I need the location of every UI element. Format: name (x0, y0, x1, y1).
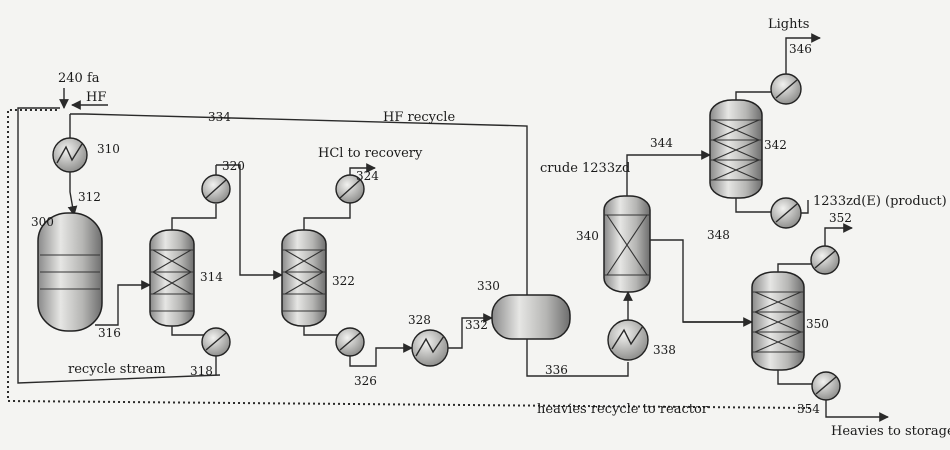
line-312 (67, 172, 78, 216)
line-354-heavies (825, 400, 889, 422)
column-342-packing (710, 119, 762, 181)
reboiler-342-icon (775, 203, 798, 223)
tag-312: 312 (78, 190, 101, 204)
tag-346: 346 (789, 42, 812, 56)
tag-338: 338 (653, 343, 676, 357)
tag-328: 328 (408, 313, 431, 327)
column-340 (603, 195, 651, 293)
label-1233zd-e: 1233zd(E) (813, 194, 881, 209)
column-322-packing (282, 249, 326, 312)
tag-336: 336 (545, 363, 568, 377)
tag-310: 310 (97, 142, 120, 156)
line-342-out (801, 200, 809, 214)
heat-exchanger-338 (607, 319, 649, 361)
tag-352: 352 (829, 211, 852, 225)
tag-322: 322 (332, 274, 355, 288)
reboiler-322-icon (339, 332, 361, 351)
label-recycle-stream: recycle stream (68, 362, 166, 377)
column-350 (751, 271, 805, 371)
drum-330 (491, 294, 571, 340)
tag-316: 316 (98, 326, 121, 340)
tag-342: 342 (764, 138, 787, 152)
hx310-coil-icon (56, 143, 83, 164)
tag-300: 300 (31, 215, 54, 229)
label-product: (product) (885, 194, 947, 209)
line-336 (526, 339, 629, 377)
column-322-overhead (303, 203, 351, 230)
column-322-bottoms (303, 326, 350, 336)
label-heavies-storage: Heavies to storage (831, 424, 950, 439)
tag-350: 350 (806, 317, 829, 331)
column-314-packing (150, 249, 194, 312)
column-350-packing (752, 291, 804, 353)
label-hf: HF (86, 90, 106, 105)
reboiler-350-icon (815, 376, 837, 395)
label-hcl-recovery: HCl to recovery (318, 146, 423, 161)
recycle-stream-line (17, 107, 221, 384)
condenser-322-icon (339, 179, 361, 199)
column-314-bottoms (171, 326, 216, 336)
line-352-product (824, 223, 853, 246)
condenser-314-icon (205, 179, 227, 199)
condenser-342-icon (775, 79, 798, 99)
label-lights: Lights (768, 17, 809, 32)
tag-318: 318 (190, 364, 213, 378)
column-314-overhead (171, 204, 217, 230)
column-314 (149, 229, 195, 327)
line-316 (95, 280, 151, 326)
line-324-hcl (349, 163, 376, 175)
column-350-bottoms (777, 370, 826, 385)
column-342 (709, 99, 763, 199)
heat-exchanger-328 (411, 329, 449, 367)
heavies-recycle-line (7, 109, 811, 409)
tag-320: 320 (222, 159, 245, 173)
tag-334: 334 (208, 110, 231, 124)
column-322 (281, 229, 327, 327)
tag-354: 354 (797, 402, 820, 416)
line-320-to-322 (216, 164, 283, 280)
label-hf-recycle: HF recycle (383, 110, 455, 125)
line-346-lights (785, 33, 821, 74)
column-340-packing (604, 214, 650, 276)
hf-recycle-line (70, 113, 528, 302)
line-332 (448, 313, 493, 349)
hx338-coil-icon (611, 325, 644, 350)
label-heavies-recycle: heavies recycle to reactor (537, 402, 709, 417)
tag-330: 330 (477, 279, 500, 293)
label-240fa: 240 fa (58, 71, 100, 86)
column-350-overhead (777, 263, 825, 272)
line-344 (626, 150, 711, 196)
column-342-bottoms (735, 198, 786, 213)
tag-348: 348 (707, 228, 730, 242)
label-crude-1233zd: crude 1233zd (540, 161, 630, 176)
reboiler-314-icon (205, 332, 227, 351)
tag-344: 344 (650, 136, 673, 150)
line-348 (650, 239, 752, 323)
line-326 (349, 343, 413, 367)
tag-340: 340 (576, 229, 599, 243)
tag-324: 324 (356, 169, 379, 183)
tag-332: 332 (465, 318, 488, 332)
hx328-coil-icon (415, 335, 445, 357)
condenser-350-icon (814, 250, 836, 269)
reactor-300-internals (40, 254, 100, 290)
tag-326: 326 (354, 374, 377, 388)
tag-314: 314 (200, 270, 223, 284)
